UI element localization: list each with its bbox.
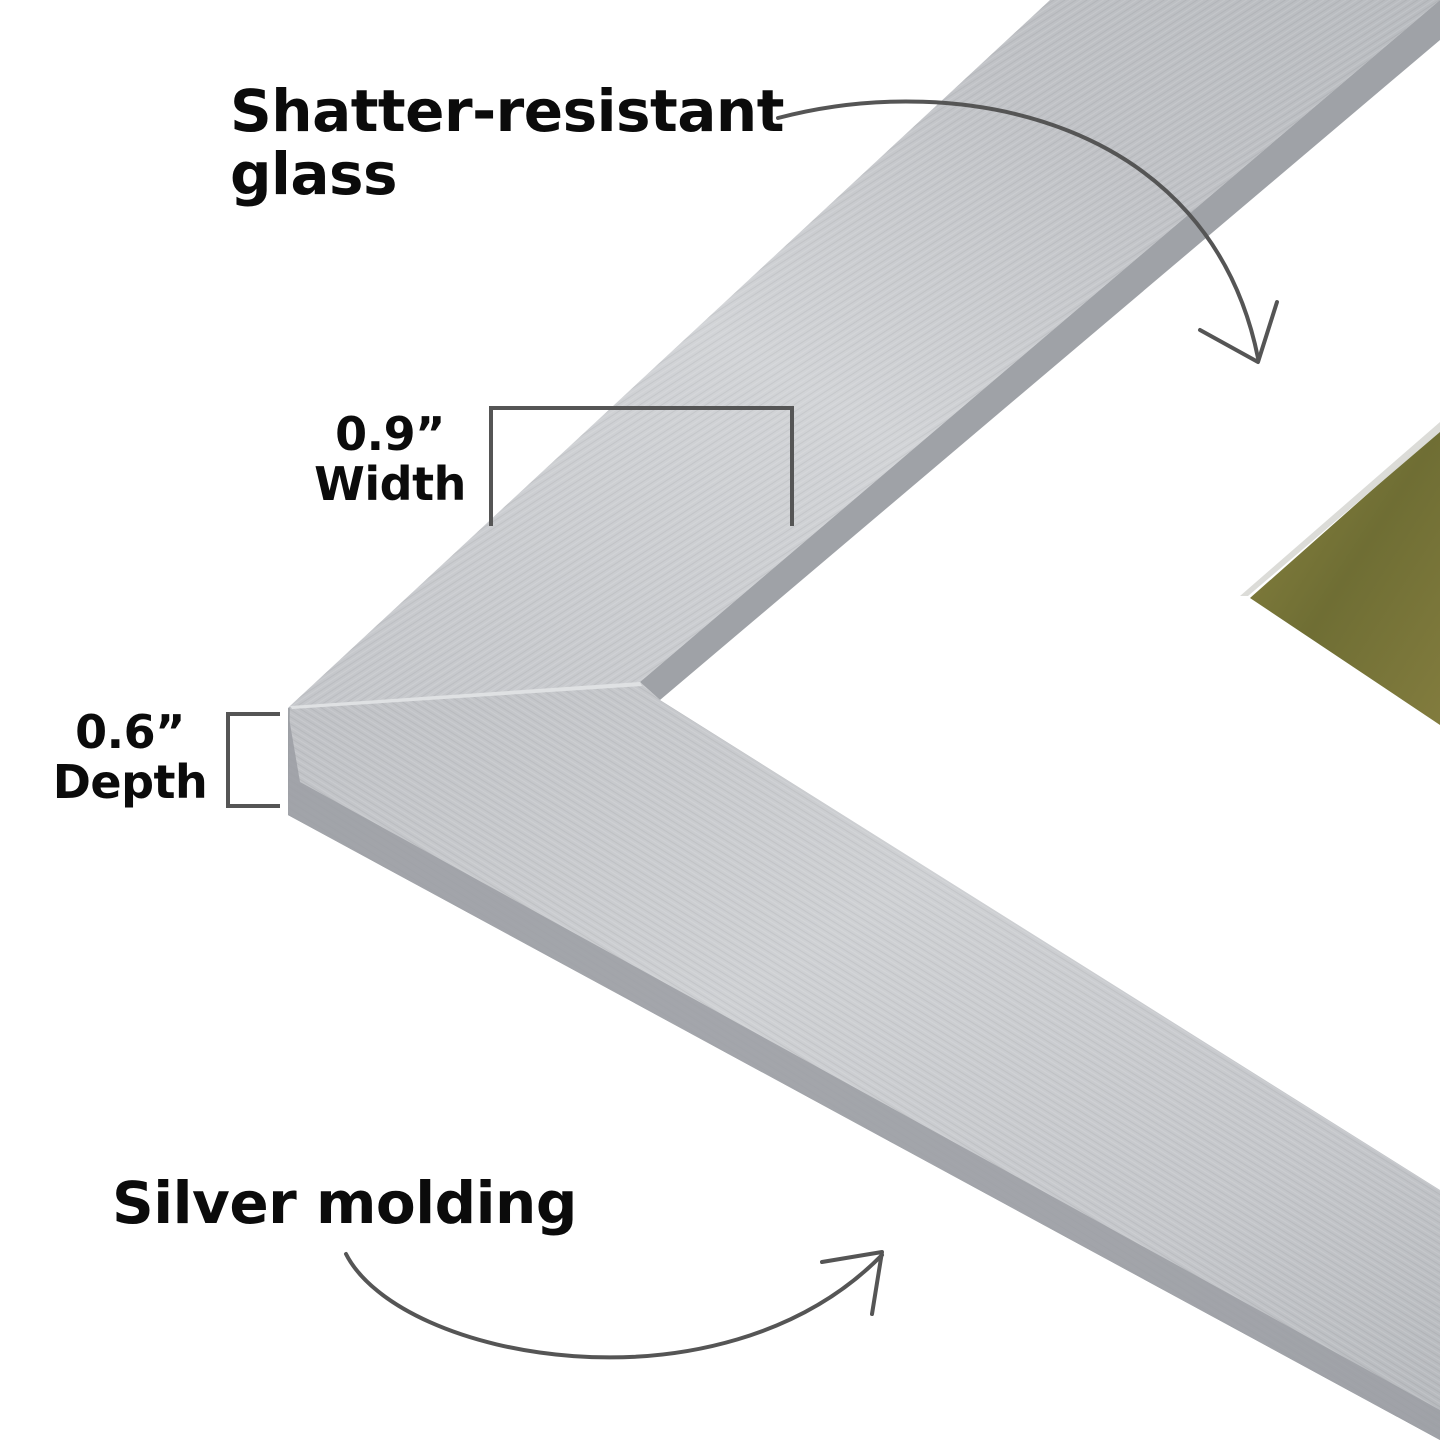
silver-molding-label: Silver molding (112, 1172, 577, 1235)
photo-insert-bevel (1240, 422, 1440, 596)
photo-insert (1250, 430, 1440, 725)
width-value: 0.9” (335, 407, 445, 461)
curved-arrow-icon (776, 99, 1260, 360)
frame-bottom-depth (288, 712, 1440, 1440)
frame-top-inner-edge (640, 0, 1440, 700)
curved-arrow-molding-head (820, 1250, 884, 1316)
depth-text: Depth (52, 754, 208, 809)
frame-miter-seam (290, 682, 642, 709)
width-text: Width (314, 456, 466, 511)
glass-label-line2: glass (230, 139, 398, 208)
curved-arrow-glass-head (1198, 300, 1279, 364)
shatter-resistant-glass-label: Shatter-resistant glass (230, 80, 784, 205)
bracket-icon (226, 712, 280, 808)
frame-bottom-bar-texture (288, 682, 1440, 1440)
frame-top-bar-texture (290, 0, 1440, 706)
width-dimension-label: 0.9” Width (300, 407, 480, 511)
molding-text: Silver molding (112, 1169, 577, 1237)
depth-value: 0.6” (75, 705, 185, 759)
glass-label-line1: Shatter-resistant (230, 77, 784, 145)
depth-dimension-label: 0.6” Depth (42, 705, 218, 809)
bracket-icon (489, 406, 794, 526)
curved-arrow-icon (344, 1252, 884, 1360)
